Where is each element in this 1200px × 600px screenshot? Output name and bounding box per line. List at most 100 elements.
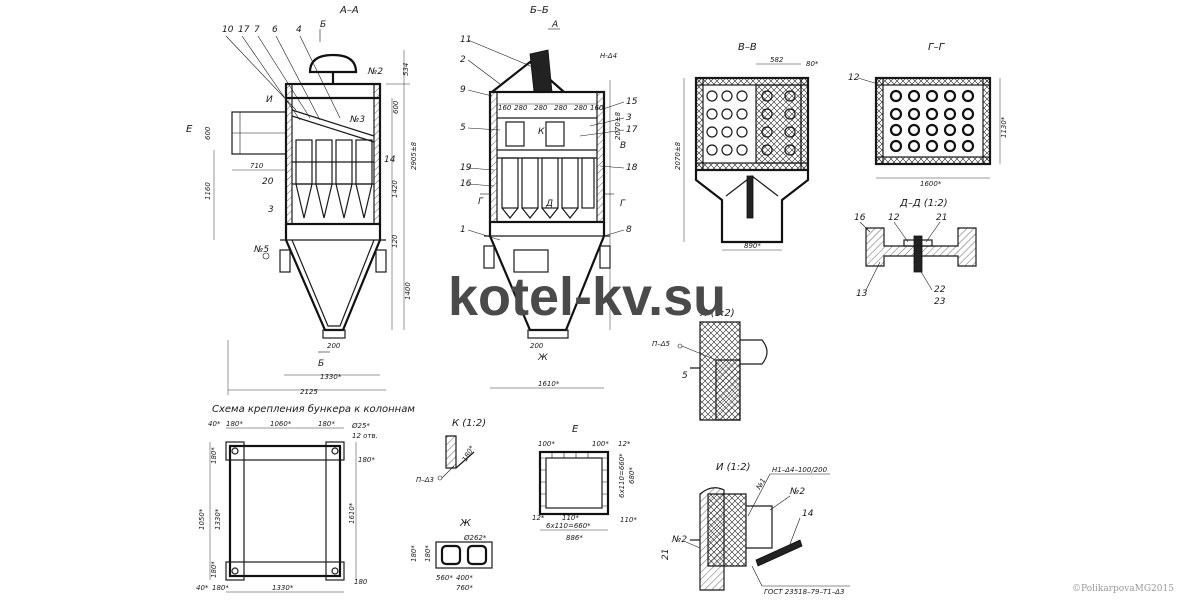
svg-text:180*: 180* [212,584,229,592]
svg-text:21: 21 [661,549,671,560]
detail-l-title: Л (1:2) [699,308,735,319]
svg-text:3: 3 [268,205,274,215]
aa-dimensions: 534 600 710 1160 1420 2905±8 120 1400 20… [204,63,418,396]
detail-zh: Ж Ø262* 180* 180* 400* 760* 560* [410,518,493,592]
svg-text:3: 3 [626,113,632,123]
svg-text:40*: 40* [196,584,209,592]
detail-i: И (1:2) Н1–Δ4–100/200 №1 №2 14 №2 21 ГОС… [661,462,850,596]
bb-dimensions: 160 280 280 280 280 160 200 1610* 2070±8 [498,104,622,388]
svg-text:6: 6 [272,25,278,35]
svg-text:280: 280 [554,104,568,112]
svg-text:Ж: Ж [537,353,548,363]
detail-zh-title: Ж [459,518,472,529]
svg-text:120: 120 [391,234,399,248]
svg-text:1330*: 1330* [214,508,222,530]
svg-text:17: 17 [238,25,250,35]
svg-text:1130*: 1130* [1000,116,1008,138]
svg-text:200: 200 [530,342,544,350]
svg-text:886*: 886* [566,534,583,542]
svg-text:180*: 180* [226,420,243,428]
svg-text:К: К [538,127,545,137]
svg-text:760*: 760* [456,584,473,592]
svg-text:1400: 1400 [404,282,412,300]
detail-k: К (1:2) П–Δ3 180* [416,418,486,484]
view-aa-title: А–А [339,5,359,16]
svg-text:2070±8: 2070±8 [614,111,622,140]
svg-text:12 отв.: 12 отв. [352,432,378,440]
svg-text:19: 19 [460,163,472,173]
svg-text:П–Δ5: П–Δ5 [652,340,671,348]
svg-text:А: А [551,20,558,30]
svg-text:21: 21 [936,213,947,223]
svg-text:400*: 400* [456,574,473,582]
svg-text:110*: 110* [562,514,579,522]
svg-text:12: 12 [888,213,900,223]
svg-text:14: 14 [384,155,396,165]
svg-text:12: 12 [848,73,860,83]
svg-text:12*: 12* [618,440,631,448]
svg-text:80*: 80* [806,60,819,68]
svg-text:23: 23 [934,297,946,307]
copyright: ©PolikarpovaMG2015 [1072,584,1174,594]
svg-text:180: 180 [354,578,368,586]
gg-holes [889,89,975,153]
svg-text:№5: №5 [253,245,269,255]
view-vv: В–В 582 80* 890* 2070±8 [674,42,819,251]
svg-text:1420: 1420 [391,180,399,198]
svg-text:1330*: 1330* [272,584,294,592]
svg-text:534: 534 [402,63,410,76]
detail-l: Л (1:2) П–Δ5 5 [652,308,768,421]
svg-text:10: 10 [222,25,234,35]
svg-text:1060*: 1060* [270,420,292,428]
view-gg-title: Г–Г [928,42,946,53]
svg-text:4: 4 [296,25,302,35]
svg-text:600: 600 [204,126,212,140]
svg-text:Ø25*: Ø25* [351,422,370,430]
e-dimensions: 100* 100* 12* 6х110=660* 680* 110* 12* 6… [532,440,637,542]
svg-text:2125: 2125 [300,388,318,396]
svg-text:1610*: 1610* [348,502,356,524]
svg-text:Н1–Δ4–100/200: Н1–Δ4–100/200 [772,466,828,474]
svg-text:17: 17 [626,125,638,135]
svg-text:11: 11 [460,35,471,45]
detail-k-title: К (1:2) [452,418,486,429]
svg-text:5: 5 [682,371,688,381]
svg-text:180*: 180* [210,447,218,464]
svg-text:1160: 1160 [204,182,212,200]
svg-text:6х110=660*: 6х110=660* [618,453,626,498]
svg-text:№3: №3 [349,115,365,125]
svg-text:1050*: 1050* [198,508,206,530]
svg-text:1610*: 1610* [538,380,560,388]
svg-text:2: 2 [460,55,466,65]
svg-text:В: В [620,141,626,151]
svg-text:100*: 100* [538,440,555,448]
svg-text:1: 1 [460,225,466,235]
svg-text:100*: 100* [592,440,609,448]
section-mark-b-bottom: Б [318,359,324,369]
svg-text:№2: №2 [789,487,805,497]
view-bb: Б–Б А 11 [460,5,638,389]
svg-text:180*: 180* [410,545,418,562]
svg-text:180*: 180* [461,444,477,463]
svg-text:9: 9 [460,85,466,95]
svg-text:№2: №2 [367,67,383,77]
dd-callouts: 16 12 21 13 22 23 [854,213,947,307]
svg-text:1330*: 1330* [320,373,342,381]
svg-text:600: 600 [392,100,400,114]
svg-text:680*: 680* [628,467,636,484]
svg-text:15: 15 [626,97,638,107]
mount-scheme-title: Схема крепления бункера к колоннам [212,403,415,415]
svg-text:№2: №2 [671,535,687,545]
svg-text:280: 280 [534,104,548,112]
svg-text:180*: 180* [210,561,218,578]
svg-text:№1: №1 [754,477,767,492]
view-dd-title: Д–Д (1:2) [899,198,948,209]
svg-text:160: 160 [498,104,512,112]
aa-callouts: 10 17 7 6 4 №2 И №3 14 20 3 №5 Е [186,25,396,255]
svg-text:14: 14 [802,509,814,519]
svg-text:2070±8: 2070±8 [674,141,682,170]
mount-scheme: Схема крепления бункера к колоннам 40* 1… [196,403,415,593]
svg-text:2905±8: 2905±8 [410,141,418,170]
svg-text:13: 13 [856,289,868,299]
